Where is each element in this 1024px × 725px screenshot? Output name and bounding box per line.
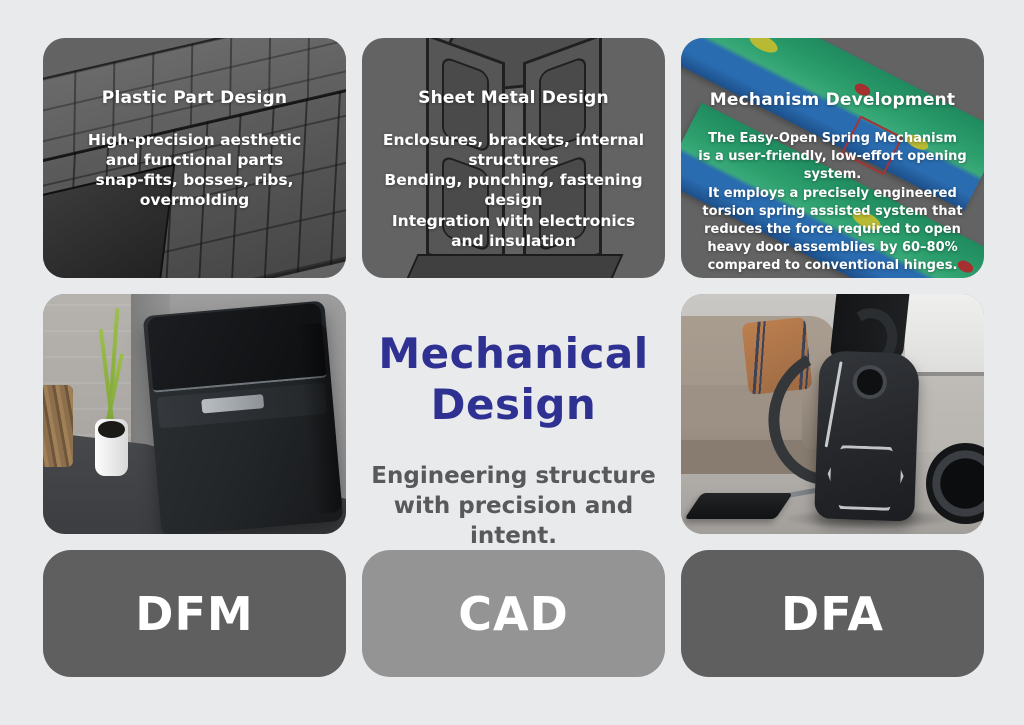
washing-machine-photo (43, 294, 346, 534)
card-text-block: Plastic Part Design High-precision aesth… (43, 38, 346, 278)
vacuum-panel-trim (827, 444, 905, 510)
card-title: Sheet Metal Design (418, 88, 609, 108)
vacuum-cleaner-photo (681, 294, 984, 534)
card-title: Plastic Part Design (101, 88, 288, 108)
wicker-basket (43, 385, 74, 467)
page-title: Mechanical Design (378, 329, 649, 430)
vacuum-floor-nozzle (684, 493, 793, 520)
vacuum-cleaner-photo-card (681, 294, 984, 534)
card-title: Mechanism Development (709, 90, 956, 110)
card-body: The Easy-Open Spring Mechanism is a user… (698, 131, 967, 274)
vacuum-wheel (926, 442, 984, 525)
washing-machine-photo-card (43, 294, 346, 534)
bright-furniture (905, 294, 984, 376)
plant-soil (97, 421, 125, 438)
card-body: Enclosures, brackets, internal structure… (382, 131, 645, 250)
headline-block: Mechanical Design Engineering structure … (362, 294, 665, 549)
washing-machine (142, 300, 344, 534)
card-text-block: Sheet Metal Design Enclosures, brackets,… (362, 38, 665, 278)
cad-button[interactable]: CAD (362, 550, 665, 677)
card-sheet-metal-design: Sheet Metal Design Enclosures, brackets,… (362, 38, 665, 278)
card-mechanism-development: Mechanism Development The Easy-Open Spri… (681, 38, 984, 278)
card-text-block: Mechanism Development The Easy-Open Spri… (681, 38, 984, 278)
page-subtitle: Engineering structure with precision and… (371, 463, 656, 550)
vacuum-canister-body (814, 349, 921, 522)
vacuum-trim-line (824, 360, 843, 448)
dfa-button[interactable]: DFA (681, 550, 984, 677)
dfm-button[interactable]: DFM (43, 550, 346, 677)
card-body: High-precision aesthetic and functional … (87, 131, 302, 210)
card-plastic-part-design: Plastic Part Design High-precision aesth… (43, 38, 346, 278)
vacuum-hose-port (852, 364, 888, 400)
